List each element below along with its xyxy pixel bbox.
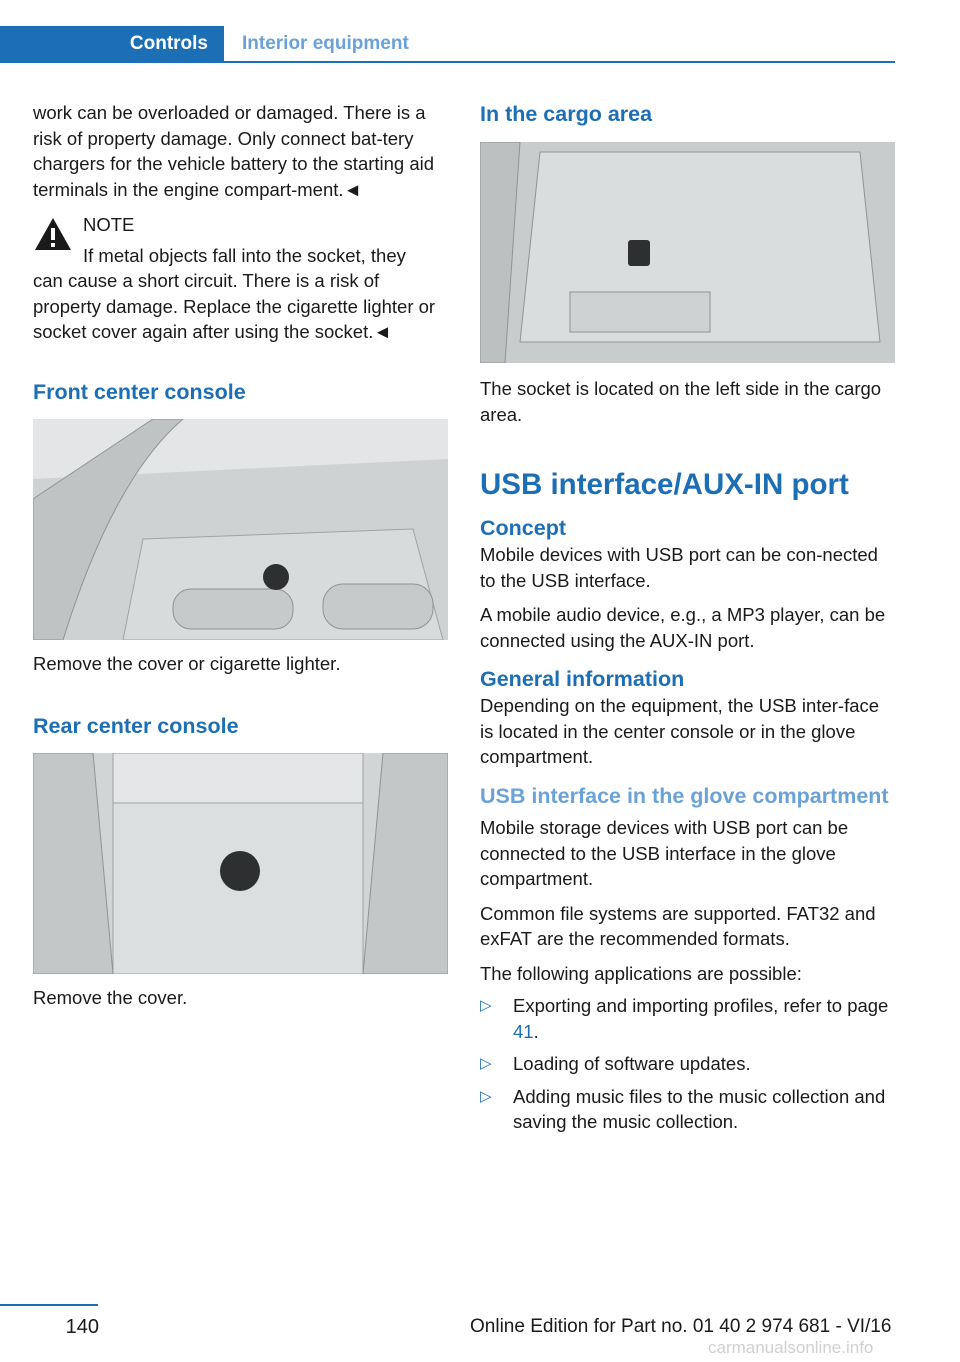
rear-console-caption: Remove the cover. (33, 987, 188, 1008)
note-title: NOTE (83, 214, 135, 235)
general-info-paragraph: Depending on the equipment, the USB inte… (480, 695, 880, 767)
front-console-heading: Front center console (33, 379, 246, 404)
page-link[interactable]: 41 (513, 1020, 534, 1042)
list-item: ▷ Adding music files to the music collec… (480, 1084, 896, 1135)
rear-console-image (33, 753, 448, 974)
header-tab-controls: Controls (0, 26, 224, 62)
left-column: work can be overloaded or damaged. There… (33, 100, 449, 1011)
footer-rule (0, 1304, 98, 1306)
page-number: 140 (65, 1316, 99, 1338)
bullet-text: Adding music files to the music collecti… (513, 1085, 886, 1133)
warning-icon (35, 218, 71, 250)
bullet-text-end: . (533, 1020, 539, 1042)
usb-heading: USB interface/AUX-IN port (480, 468, 849, 501)
bullet-text: Loading of software updates. (513, 1053, 751, 1074)
intro-paragraph: work can be overloaded or damaged. There… (33, 102, 435, 200)
note-block: NOTE If metal objects fall into the sock… (33, 212, 449, 345)
note-first-line: If metal objects fall into the socket, t… (83, 244, 406, 266)
watermark: carmanualsonline.info (708, 1338, 874, 1357)
front-console-caption: Remove the cover or cigarette lighter. (33, 652, 341, 674)
note-text: can cause a short circuit. There is a ri… (33, 270, 436, 342)
edition-footer: Online Edition for Part no. 01 40 2 974 … (470, 1316, 892, 1337)
bullet-arrow-icon: ▷ (480, 1055, 492, 1072)
right-column: In the cargo area The socket is located … (480, 100, 896, 1135)
concept-paragraph-1: Mobile devices with USB port can be con-… (480, 544, 878, 591)
glove-paragraph-3: The following applications are possible: (480, 962, 802, 984)
header-rule (0, 61, 895, 63)
general-info-heading: General information (480, 667, 685, 691)
list-item: ▷ Exporting and importing profiles, refe… (480, 993, 896, 1044)
cargo-heading: In the cargo area (480, 102, 653, 126)
front-console-image (33, 418, 448, 640)
cargo-area-image (480, 142, 895, 363)
bullet-arrow-icon: ▷ (480, 997, 492, 1014)
header-section-title: Interior equipment (242, 33, 409, 54)
glove-paragraph-2: Common file systems are supported. FAT32… (480, 902, 876, 950)
concept-heading: Concept (480, 516, 566, 540)
concept-paragraph-2: A mobile audio device, e.g., a MP3 playe… (480, 604, 886, 651)
glove-paragraph-1: Mobile storage devices with USB port can… (480, 817, 849, 889)
bullet-arrow-icon: ▷ (480, 1087, 492, 1105)
cargo-caption: The socket is located on the left side i… (480, 378, 882, 425)
rear-console-heading: Rear center console (33, 714, 239, 738)
glove-heading: USB interface in the glove compartment (480, 783, 889, 808)
list-item: ▷ Loading of software updates. (480, 1051, 896, 1077)
bullet-text: Exporting and importing profiles, refer … (513, 995, 889, 1016)
